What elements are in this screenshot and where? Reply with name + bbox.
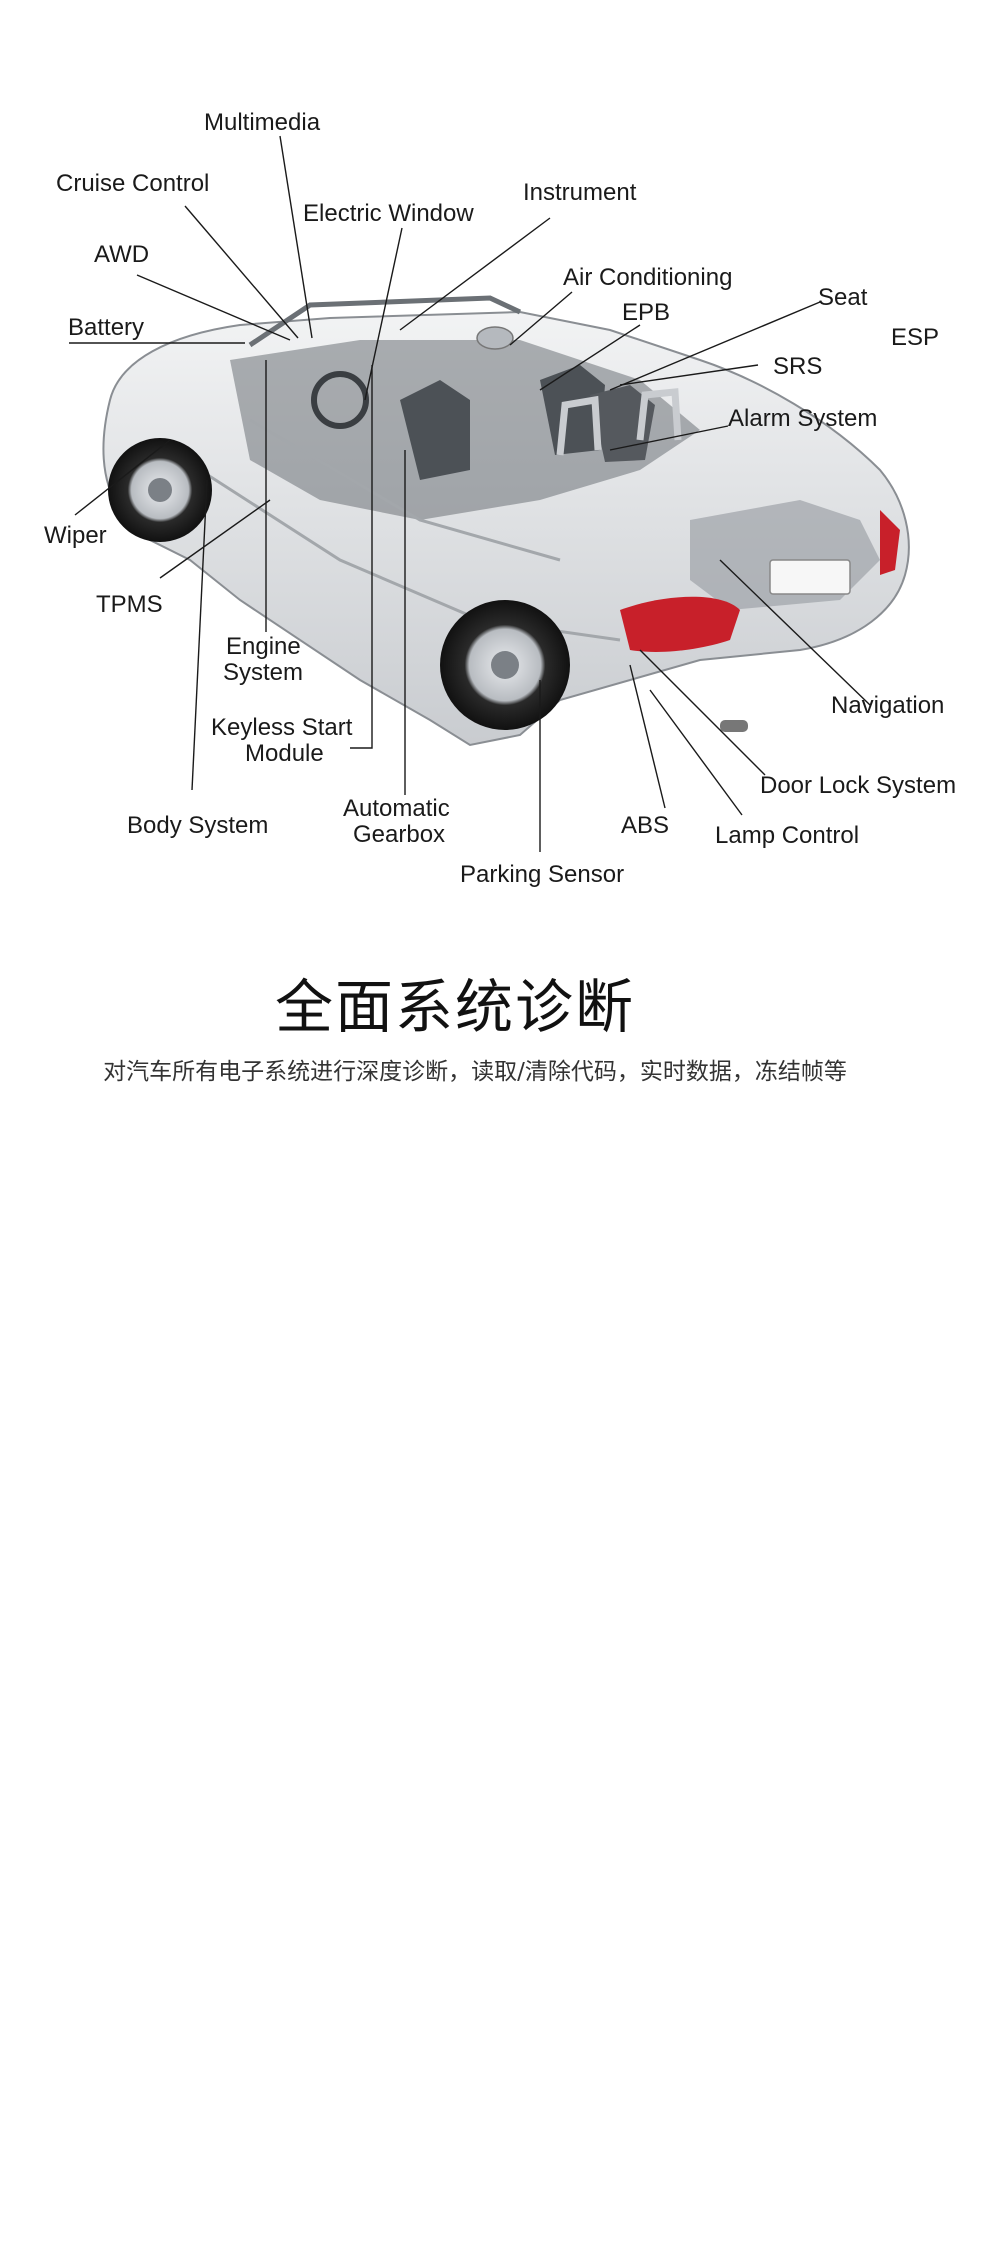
label-tpms: TPMS: [96, 591, 163, 618]
label-keyless-2: Module: [245, 740, 324, 767]
label-parking-sensor: Parking Sensor: [460, 861, 624, 888]
label-battery: Battery: [68, 314, 144, 341]
label-srs: SRS: [773, 353, 822, 380]
car-illustration: [102, 295, 910, 747]
label-abs: ABS: [621, 812, 669, 839]
section-description: 对汽车所有电子系统进行深度诊断，读取/清除代码，实时数据，冻结帧等: [103, 1059, 847, 1085]
car-seat-front: [400, 380, 470, 480]
label-seat: Seat: [818, 284, 868, 311]
label-cruise-control: Cruise Control: [56, 170, 209, 197]
diagram-labels: Multimedia Cruise Control Electric Windo…: [44, 109, 956, 888]
label-multimedia: Multimedia: [204, 109, 321, 136]
windshield-frame: [248, 295, 522, 348]
car-seat-rear-2: [590, 385, 655, 462]
label-alarm-system: Alarm System: [728, 405, 877, 432]
label-air-conditioning: Air Conditioning: [563, 264, 732, 291]
roll-bar: [556, 388, 682, 456]
license-plate: [769, 559, 851, 595]
label-electric-window: Electric Window: [303, 200, 474, 227]
label-engine-system-2: System: [223, 659, 303, 686]
label-engine-system-1: Engine: [226, 633, 301, 660]
leader-lines: [69, 135, 871, 852]
label-automatic-1: Automatic: [343, 795, 450, 822]
label-keyless-1: Keyless Start: [211, 714, 353, 741]
label-navigation: Navigation: [831, 692, 944, 719]
label-door-lock-system: Door Lock System: [760, 772, 956, 799]
label-automatic-2: Gearbox: [353, 821, 445, 848]
section-title: 全面系统诊断: [274, 973, 635, 1041]
tail-light-right: [880, 510, 900, 575]
tail-light: [620, 596, 740, 652]
vehicle-systems-diagram: Multimedia Cruise Control Electric Windo…: [44, 109, 956, 888]
car-seat-rear: [540, 365, 605, 455]
label-epb: EPB: [622, 299, 670, 326]
side-mirror: [476, 326, 514, 350]
label-esp: ESP: [891, 324, 939, 351]
label-lamp-control: Lamp Control: [715, 822, 859, 849]
label-body-system: Body System: [127, 812, 268, 839]
steering-wheel: [311, 371, 369, 429]
exhaust: [720, 720, 748, 732]
label-wiper: Wiper: [44, 522, 107, 549]
label-instrument: Instrument: [523, 179, 637, 206]
rear-wheel-hub: [491, 651, 519, 679]
label-awd: AWD: [94, 241, 149, 268]
front-wheel-hub: [148, 478, 172, 502]
